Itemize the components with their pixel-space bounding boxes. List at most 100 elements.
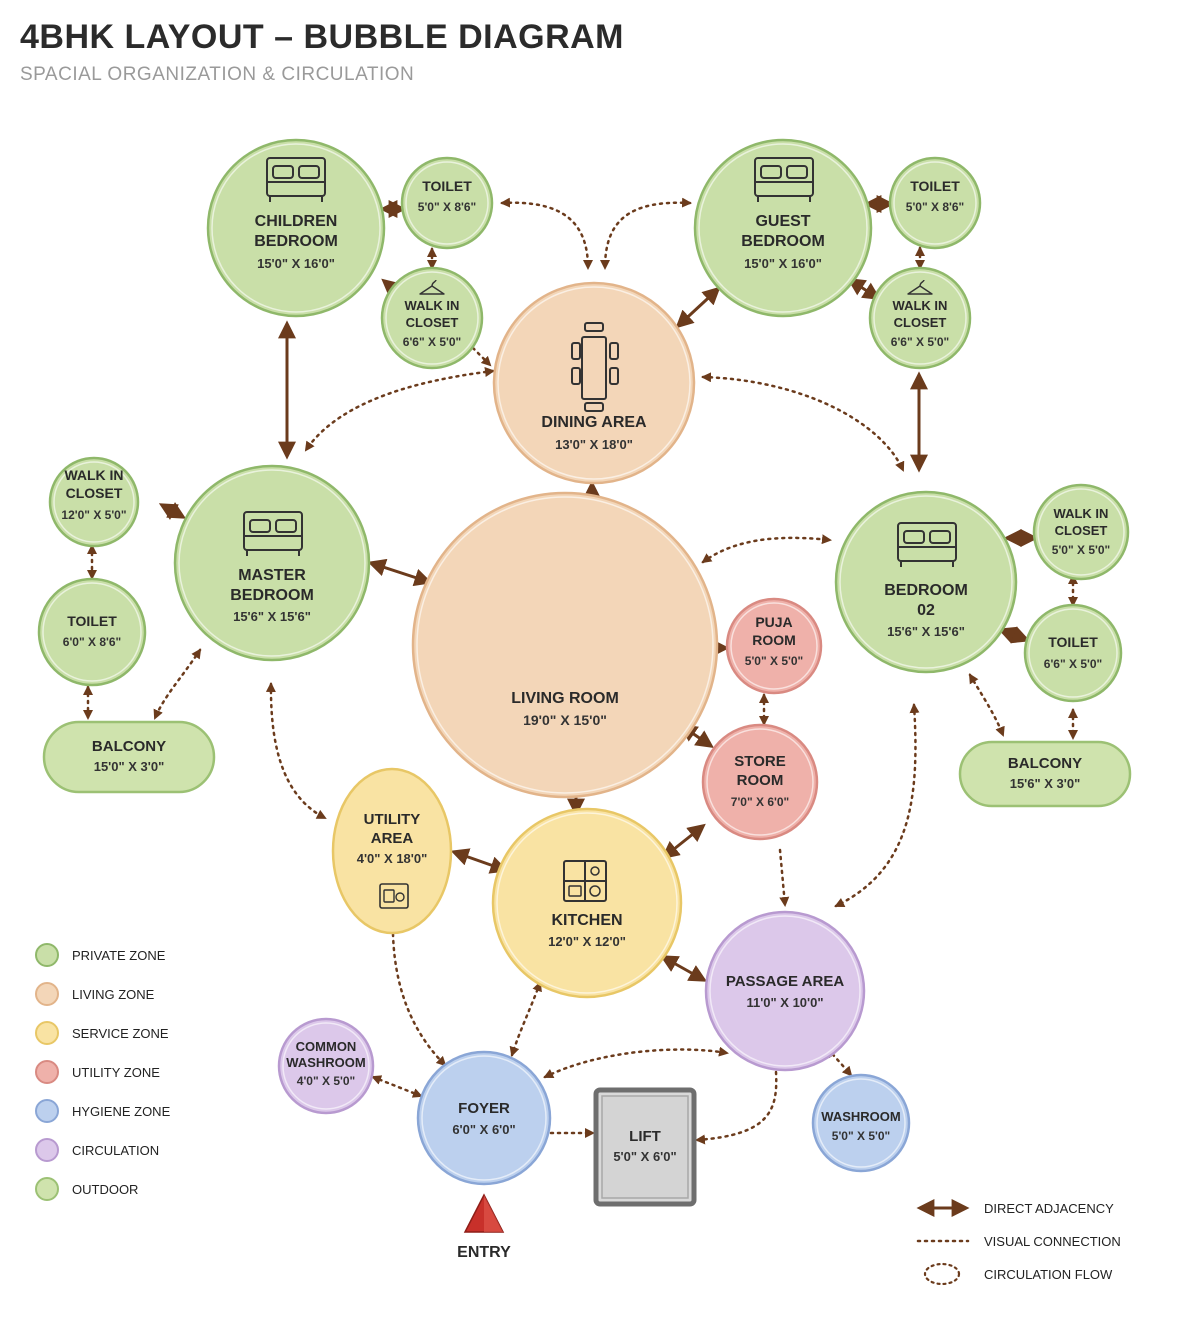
room-name: WALK IN: [64, 467, 123, 483]
adjacency-arrow: [661, 823, 706, 860]
room-name: MASTER: [238, 567, 306, 584]
hanger-icon: [419, 279, 445, 295]
room-name: STORE: [734, 753, 785, 770]
bubble-shape: [48, 456, 140, 548]
bubble-shape: [868, 266, 972, 370]
bubble-shape: [416, 1050, 552, 1186]
bubble-shape: [1023, 603, 1123, 703]
room-name: GUEST: [755, 213, 810, 230]
entry-label: ENTRY: [457, 1244, 511, 1261]
legend-label: UTILITY ZONE: [72, 1065, 160, 1080]
room-dimensions: 19'0" X 15'0": [523, 712, 607, 728]
legend-label: VISUAL CONNECTION: [984, 1234, 1121, 1249]
room-name: DINING AREA: [541, 414, 647, 431]
room-name: TOILET: [67, 613, 117, 629]
room-name: WASHROOM: [286, 1055, 365, 1070]
room-name: WALK IN: [1054, 506, 1109, 521]
washer-icon: [379, 883, 409, 909]
legend-label: HYGIENE ZONE: [72, 1104, 171, 1119]
visual-connection: [695, 1070, 778, 1145]
legend-swatch: [35, 943, 59, 967]
visual-connection: [371, 1075, 423, 1098]
page-subtitle: SPACIAL ORGANIZATION & CIRCULATION: [20, 64, 415, 85]
room-dimensions: 15'6" X 3'0": [1010, 776, 1081, 791]
bubble-shape: [704, 910, 866, 1072]
room-dimensions: 4'0" X 18'0": [357, 851, 428, 866]
room-name: CHILDREN: [255, 213, 338, 230]
room-dimensions: 6'6" X 5'0": [891, 335, 949, 349]
room-dimensions: 5'0" X 8'6": [906, 200, 964, 214]
bubble-shape: [411, 491, 719, 799]
room-name: BEDROOM: [230, 587, 314, 604]
room-toilet-b02[interactable]: TOILET 6'6" X 5'0": [1023, 603, 1123, 703]
bubble-shape: [701, 723, 819, 841]
legend-item-hygiene: HYGIENE ZONE: [35, 1099, 171, 1123]
legend-item-solid-arrow: DIRECT ADJACENCY: [916, 1199, 1114, 1217]
legend-swatch: [35, 1177, 59, 1201]
bubble-highlight: [496, 812, 678, 994]
bubble-shape: [400, 156, 494, 250]
dining-table-icon: [571, 322, 619, 412]
room-dimensions: 4'0" X 5'0": [297, 1074, 355, 1088]
room-name: CLOSET: [406, 315, 459, 330]
room-dimensions: 6'6" X 5'0": [403, 335, 461, 349]
hanger-icon: [907, 279, 933, 295]
visual-connection: [265, 682, 327, 820]
visual-connection: [834, 703, 920, 908]
bubble-highlight: [421, 1055, 547, 1181]
legend-item-utility: UTILITY ZONE: [35, 1060, 160, 1084]
room-dimensions: 5'0" X 6'0": [613, 1149, 676, 1164]
room-dimensions: 5'0" X 5'0": [745, 654, 803, 668]
room-name: KITCHEN: [551, 912, 622, 929]
bubble-highlight: [698, 143, 868, 313]
room-dimensions: 5'0" X 8'6": [418, 200, 476, 214]
room-dimensions: 15'0" X 16'0": [257, 256, 335, 271]
bubble-shape: [42, 720, 216, 794]
room-name: UTILITY: [364, 811, 421, 828]
adjacency-arrow: [997, 626, 1031, 644]
adjacency-arrow: [846, 278, 882, 300]
bubble-highlight: [497, 286, 691, 480]
room-dimensions: 6'6" X 5'0": [1044, 657, 1102, 671]
entry-marker: ENTRY: [457, 1193, 511, 1261]
bubble-shape: [492, 281, 696, 485]
visual-connection: [153, 648, 202, 720]
legend-label: SERVICE ZONE: [72, 1026, 169, 1041]
bubble-highlight: [816, 1078, 906, 1168]
bubble-shape: [491, 807, 683, 999]
room-name: TOILET: [1048, 634, 1098, 650]
room-dimensions: 15'6" X 15'6": [887, 624, 965, 639]
visual-connection: [968, 673, 1005, 737]
bed-icon: [897, 522, 957, 567]
room-name: CLOSET: [1055, 523, 1108, 538]
room-name: BEDROOM: [884, 582, 968, 599]
legend-swatch: [35, 982, 59, 1006]
bubble-shape: [206, 138, 386, 318]
bubble-shape: [725, 597, 823, 695]
room-dimensions: 15'0" X 16'0": [744, 256, 822, 271]
